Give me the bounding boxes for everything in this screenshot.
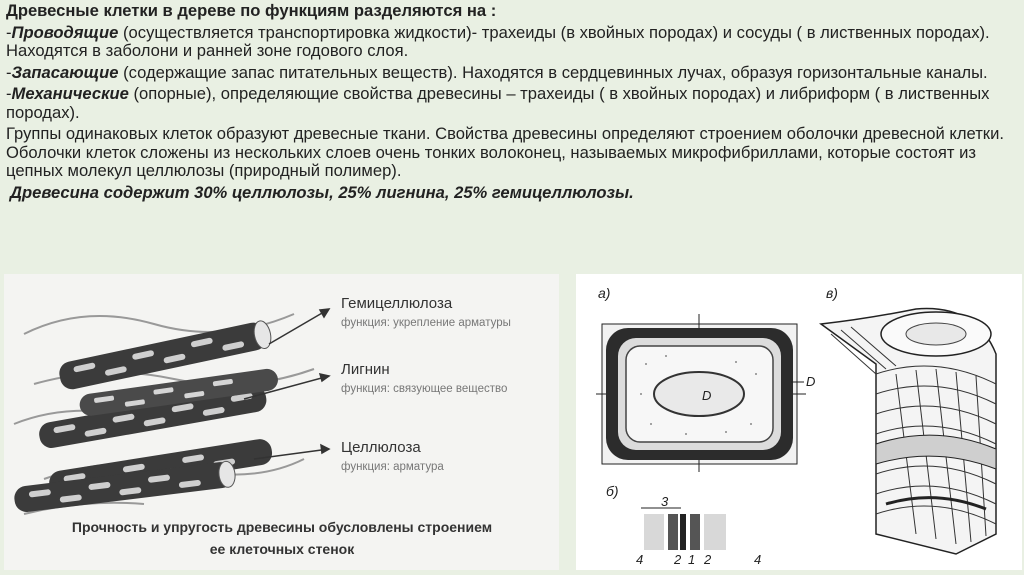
pointer-lines [243,308,331,460]
fibril-spiral-cylinder [818,307,997,555]
label-hemicellulose-function: функция: укрепление арматуры [341,317,511,329]
item-text: (осуществляется транспортировка жидкости… [6,22,990,60]
cell-cross-section [596,314,806,472]
layer-number: 1 [688,552,695,567]
slide-heading: Древесные клетки в дереве по функциям ра… [6,1,497,20]
layer-number: 2 [673,552,682,567]
label-cellulose-function: функция: арматура [341,461,444,473]
body-paragraph: Группы одинаковых клеток образуют древес… [6,124,1004,180]
microfibril-bundles [14,320,278,512]
item-term: Запасающие [11,62,119,82]
layer-number: 3 [661,494,669,509]
item-storage: -Запасающие (содержащие запас питательны… [6,62,1016,83]
layer-number: 2 [703,552,712,567]
label-lignin-function: функция: связующее вещество [341,383,507,395]
label-v: в) [826,285,838,301]
cell-wall-drawing: Гемицеллюлоза функция: укрепление армату… [13,295,511,557]
label-hemicellulose: Гемицеллюлоза [341,295,453,312]
item-prefix: - [6,62,12,82]
label-d-outer: D [806,374,815,389]
label-cellulose: Целлюлоза [341,439,421,456]
composition-summary: Древесина содержит 30% целлюлозы, 25% ли… [10,182,634,202]
label-d-inner: D [702,388,711,403]
item-term: Проводящие [11,22,119,42]
layer-number: 4 [754,552,761,567]
item-term: Механические [11,84,129,103]
item-conducting: -Проводящие (осуществляется транспортиро… [6,22,1016,61]
layer-number: 4 [636,552,643,567]
label-lignin: Лигнин [341,361,390,378]
cell-structure-diagram: а) D D б) [576,274,1022,570]
cell-structure-drawing: а) D D б) [596,285,997,567]
item-prefix: - [6,22,12,42]
item-text: (содержащие запас питательных веществ). … [118,62,988,82]
text-block: Древесные клетки в дереве по функциям ра… [6,1,1016,202]
item-prefix: - [6,84,12,103]
item-text: (опорные), определяющие свойства древеси… [6,84,990,122]
item-mechanical: -Механические (опорные), определяющие св… [6,84,1016,122]
figure-caption-line1: Прочность и упругость древесины обусловл… [72,519,492,535]
wall-layers-strip [638,507,768,550]
figure-caption-line2: ее клеточных стенок [210,541,355,557]
cell-wall-illustration: Гемицеллюлоза функция: укрепление армату… [4,274,559,570]
label-a: а) [598,285,610,301]
label-b: б) [606,483,619,499]
